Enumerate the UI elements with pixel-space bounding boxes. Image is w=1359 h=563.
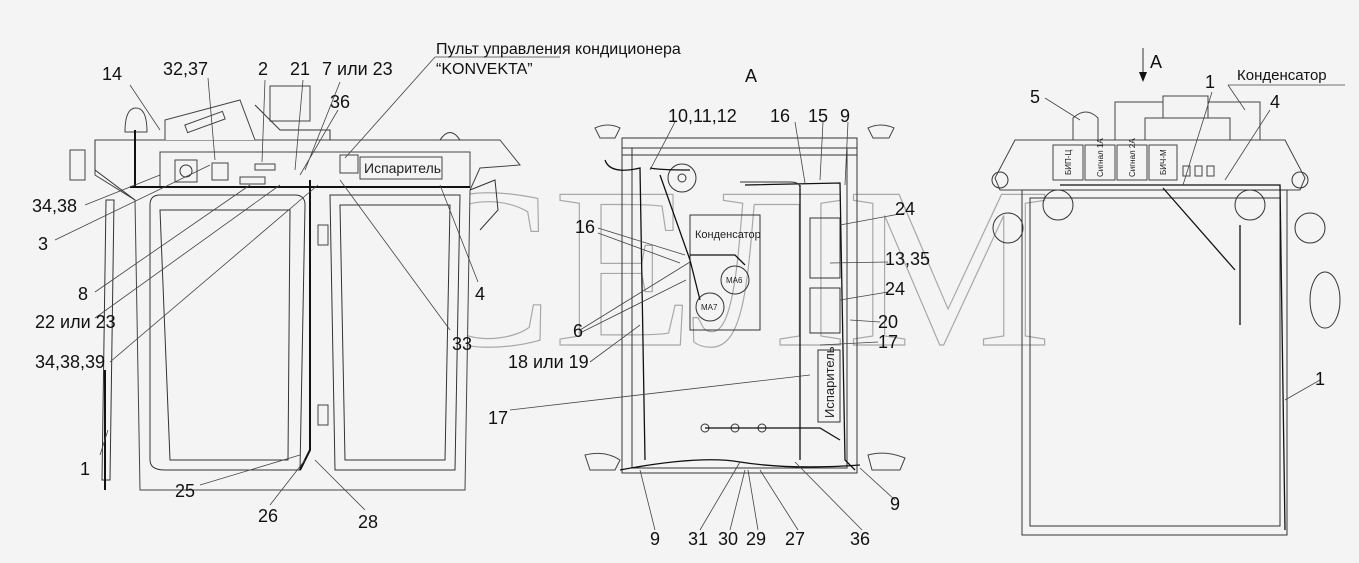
callout-label: 2: [258, 59, 268, 79]
left-view-cab: [69, 85, 521, 491]
callout-label: 1: [1315, 369, 1325, 389]
middle-view-callouts: А 10,11,12 16 15 9 24 16 13,35 24 6 20 1…: [488, 66, 930, 549]
callout-label: 1: [80, 459, 90, 479]
fan-ma7: МА7: [701, 303, 718, 312]
view-a-arrow-letter: А: [1150, 52, 1162, 72]
callout-label: 4: [475, 284, 485, 304]
callout-label: 17: [488, 408, 508, 428]
callout-label: 32,37: [163, 59, 208, 79]
callout-label: 36: [850, 529, 870, 549]
right-view-modules: БИП-Ц Сигнал 1А Сигнал 2А БИЧ-М: [1052, 138, 1178, 181]
condenser-label: Конденсатор: [695, 229, 761, 241]
callout-label: 27: [785, 529, 805, 549]
callout-label: 24: [885, 279, 905, 299]
callout-label: 1: [1205, 72, 1215, 92]
callout-label: 3: [38, 234, 48, 254]
callout-label: 21: [290, 59, 310, 79]
callout-label: 9: [840, 106, 850, 126]
evaporator-label: Испаритель: [822, 346, 837, 418]
callout-label: 16: [770, 106, 790, 126]
callout-label: 24: [895, 199, 915, 219]
callout-label: Испаритель: [364, 160, 441, 176]
left-view-callouts: Пульт управления кондиционера “KONVEKTA”…: [32, 41, 681, 532]
view-a-letter: А: [745, 66, 757, 86]
callout-label: 36: [330, 92, 350, 112]
callout-label: 8: [78, 284, 88, 304]
callout-label: 34,38,39: [35, 352, 105, 372]
callout-label: 5: [1030, 87, 1040, 107]
callout-label: 25: [175, 481, 195, 501]
console-title: Пульт управления кондиционера: [436, 41, 681, 58]
callout-label: 14: [102, 64, 122, 84]
callout-label: 18 или 19: [508, 352, 589, 372]
watermark: СЕЛМ: [400, 140, 1051, 395]
callout-label: 9: [650, 529, 660, 549]
callout-label: 17: [878, 332, 898, 352]
callout-label: 26: [258, 506, 278, 526]
callout-label: 15: [808, 106, 828, 126]
right-condenser-label: Конденсатор: [1237, 67, 1327, 84]
module-bich-m: БИЧ-М: [1159, 149, 1168, 175]
callout-label: 16: [575, 217, 595, 237]
fan-ma6: МА6: [726, 276, 743, 285]
callout-label: 33: [452, 334, 472, 354]
module-bip-c: БИП-Ц: [1064, 150, 1073, 175]
callout-label: 13,35: [885, 249, 930, 269]
callout-label: 10,11,12: [668, 106, 737, 126]
callout-label: 28: [358, 512, 378, 532]
callout-label: 9: [890, 494, 900, 514]
right-view-callouts: А 5 1 Конденсатор 4 1: [1030, 48, 1345, 401]
callout-label: 29: [746, 529, 766, 549]
callout-label: 30: [718, 529, 738, 549]
callout-label: 31: [688, 529, 708, 549]
callout-label: 22 или 23: [35, 312, 116, 332]
left-view-evaporator-box: Испаритель: [359, 156, 443, 180]
callout-label: 34,38: [32, 196, 77, 216]
callout-label: 6: [573, 321, 583, 341]
console-brand: “KONVEKTA”: [436, 61, 533, 78]
middle-view-frame: Конденсатор МА6 МА7 Испаритель: [584, 124, 906, 474]
callout-label: 7 или 23: [322, 59, 393, 79]
callout-label: 4: [1270, 92, 1280, 112]
module-signal-2a: Сигнал 2А: [1128, 138, 1137, 177]
module-signal-1a: Сигнал 1А: [1096, 138, 1105, 177]
arrow-down-icon: [1139, 72, 1147, 82]
callout-label: 20: [878, 312, 898, 332]
